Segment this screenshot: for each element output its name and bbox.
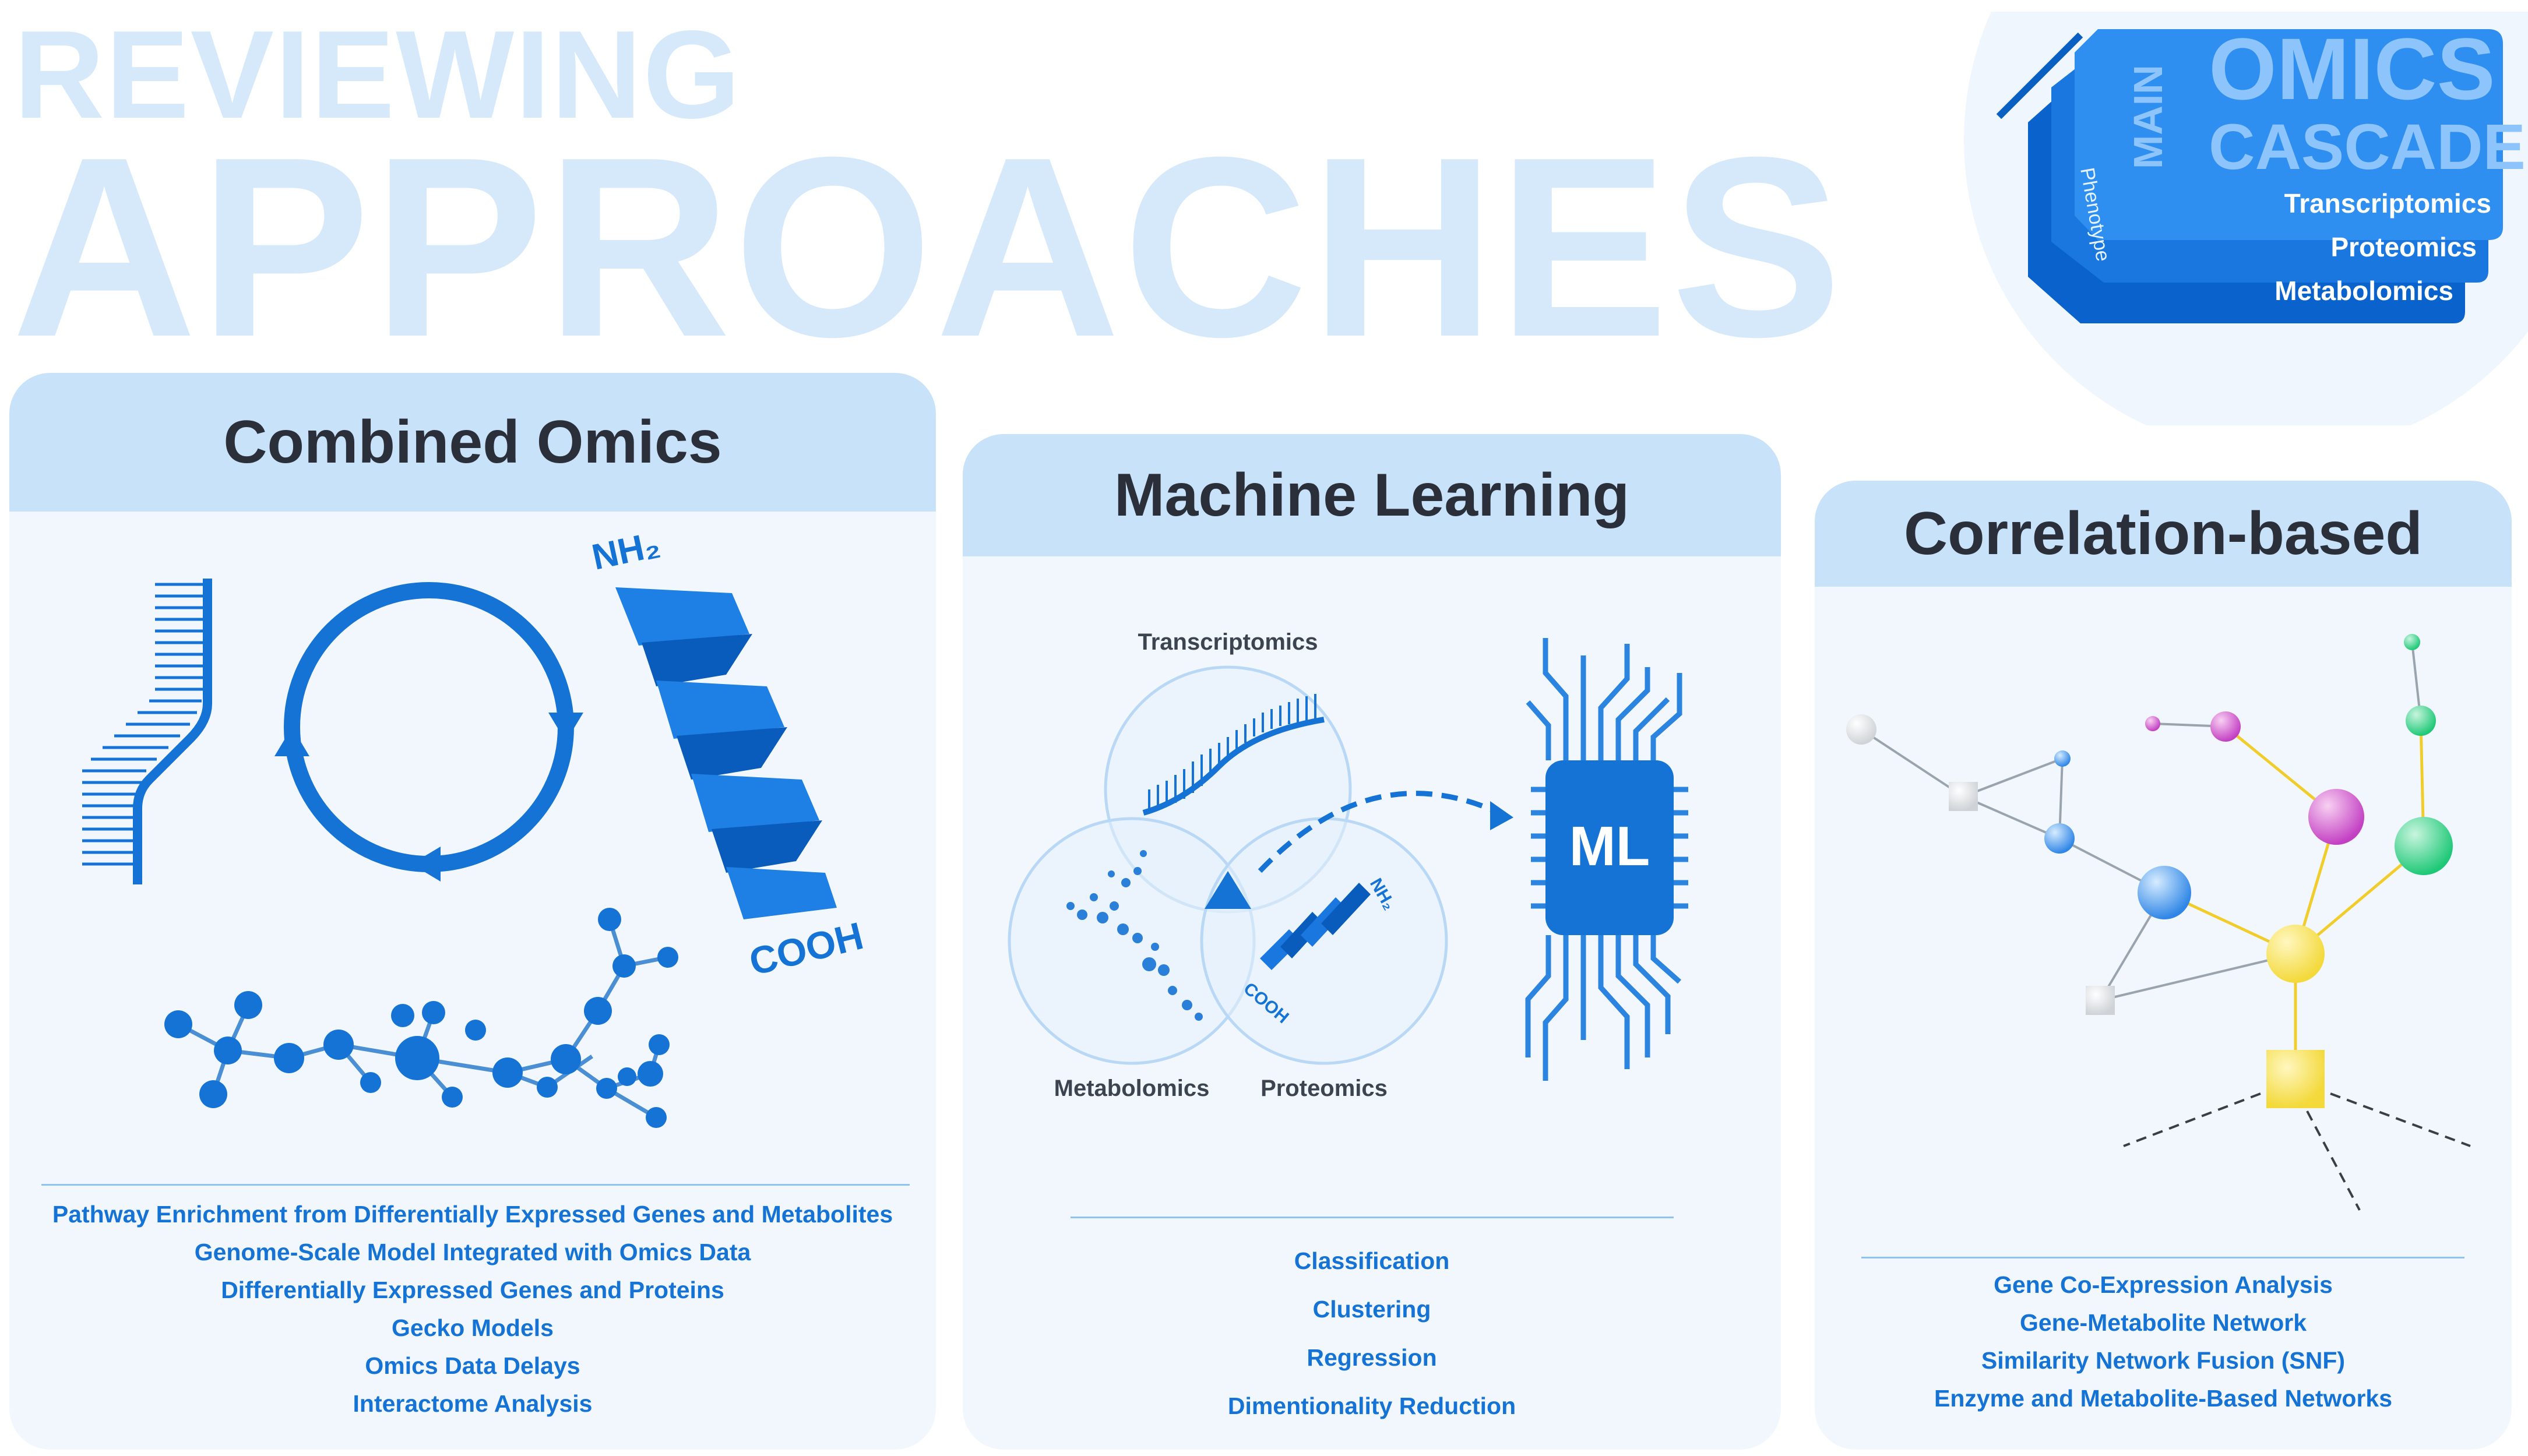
combined-omics-item: Interactome Analysis: [353, 1390, 593, 1417]
arrow-to-ml-head: [1490, 801, 1513, 830]
machine-learning-panel: Machine Learning Transcriptomics Metabol…: [963, 434, 1781, 1450]
correlation-item: Gene-Metabolite Network: [2019, 1309, 2307, 1336]
venn-label-proteomics: Proteomics: [1261, 1076, 1388, 1101]
helix-amino-label: NH₂: [589, 524, 664, 578]
network-node: [2138, 866, 2191, 919]
correlation-based-panel: Correlation-based: [1815, 481, 2512, 1450]
machine-learning-illustration: Transcriptomics Metabolomics Proteomics: [1008, 629, 1688, 1101]
protein-helix-icon: NH₂ COOH: [589, 524, 868, 983]
combined-omics-title: Combined Omics: [9, 373, 936, 512]
badge-title-cascade: CASCADE: [2209, 111, 2526, 183]
network-hub-node: [2266, 925, 2325, 983]
machine-learning-divider: [1071, 1217, 1674, 1218]
combined-omics-approach-list: Pathway Enrichment from Differentially E…: [9, 1196, 936, 1423]
combined-omics-item: Gecko Models: [392, 1314, 554, 1341]
combined-omics-item: Genome-Scale Model Integrated with Omics…: [194, 1239, 751, 1265]
badge-layer-transcriptomics: Transcriptomics: [2284, 188, 2491, 218]
combined-omics-panel: Combined Omics: [9, 373, 936, 1450]
network-square-node: [2086, 986, 2115, 1015]
mini-dna-icon: [1142, 694, 1325, 816]
network-node: [2054, 750, 2071, 767]
dna-strand-icon: [82, 579, 212, 884]
ml-chip-label: ML: [1569, 815, 1650, 877]
combined-omics-item: Pathway Enrichment from Differentially E…: [52, 1201, 893, 1228]
network-node: [1846, 714, 1876, 745]
machine-learning-item: Classification: [1294, 1247, 1450, 1274]
network-node: [2308, 789, 2364, 845]
network-node: [2395, 817, 2453, 875]
venn-label-metabolomics: Metabolomics: [1054, 1076, 1210, 1101]
badge-layer-proteomics: Proteomics: [2330, 232, 2477, 262]
omics-cascade-badge: OMICS CASCADE MAIN Phenotype Transcripto…: [1964, 12, 2528, 425]
arrow-to-ml: [1258, 791, 1500, 873]
combined-omics-illustration: NH₂ COOH: [82, 524, 868, 1128]
network-dashed-edges: [2123, 1092, 2471, 1211]
machine-learning-item: Dimentionality Reduction: [1227, 1392, 1516, 1419]
network-edges-yellow: [2163, 720, 2425, 1079]
badge-title-omics: OMICS: [2209, 20, 2495, 118]
network-node: [2210, 711, 2241, 742]
network-node: [2404, 634, 2420, 650]
correlation-item: Enzyme and Metabolite-Based Networks: [1934, 1385, 2393, 1412]
header-line-1: REVIEWING: [14, 4, 742, 144]
network-node: [2406, 706, 2436, 736]
omics-venn-diagram: [1008, 665, 1448, 1065]
molecule-atoms: [164, 908, 678, 1128]
badge-title-main: MAIN: [2125, 65, 2171, 169]
cycle-arrows-icon: [274, 582, 583, 882]
machine-learning-approach-list: Classification Clustering Regression Dim…: [963, 1237, 1781, 1430]
machine-learning-title: Machine Learning: [963, 434, 1781, 556]
correlation-item: Gene Co-Expression Analysis: [1994, 1271, 2333, 1298]
badge-slab-transcriptomics: [2075, 29, 2503, 240]
venn-intersection-mark: [1205, 871, 1251, 909]
venn-label-transcriptomics: Transcriptomics: [1138, 629, 1318, 655]
badge-layer-metabolomics: Metabolomics: [2275, 276, 2453, 306]
network-node: [2044, 823, 2075, 854]
header-line-2: APPROACHES: [12, 104, 1844, 390]
correlation-based-title: Correlation-based: [1815, 481, 2512, 587]
network-square-node: [1949, 782, 1978, 811]
mini-molecule-icon: [1066, 850, 1203, 1021]
combined-omics-item: Differentially Expressed Genes and Prote…: [221, 1277, 724, 1303]
machine-learning-item: Clustering: [1312, 1296, 1431, 1323]
ml-chip-circuits: [1525, 638, 1688, 1081]
badge-accent-line: [1996, 32, 2083, 119]
network-node: [2145, 716, 2160, 731]
machine-learning-item: Regression: [1307, 1344, 1437, 1371]
helix-carboxyl-label: COOH: [745, 914, 867, 983]
combined-omics-item: Omics Data Delays: [365, 1352, 580, 1379]
correlation-item: Similarity Network Fusion (SNF): [1981, 1347, 2346, 1374]
combined-omics-divider: [41, 1184, 910, 1186]
network-square-hub: [2266, 1050, 2325, 1108]
correlation-approach-list: Gene Co-Expression Analysis Gene-Metabol…: [1815, 1266, 2512, 1418]
correlation-network-illustration: [1846, 634, 2471, 1211]
ml-chip: [1545, 760, 1674, 935]
correlation-divider: [1861, 1257, 2464, 1258]
